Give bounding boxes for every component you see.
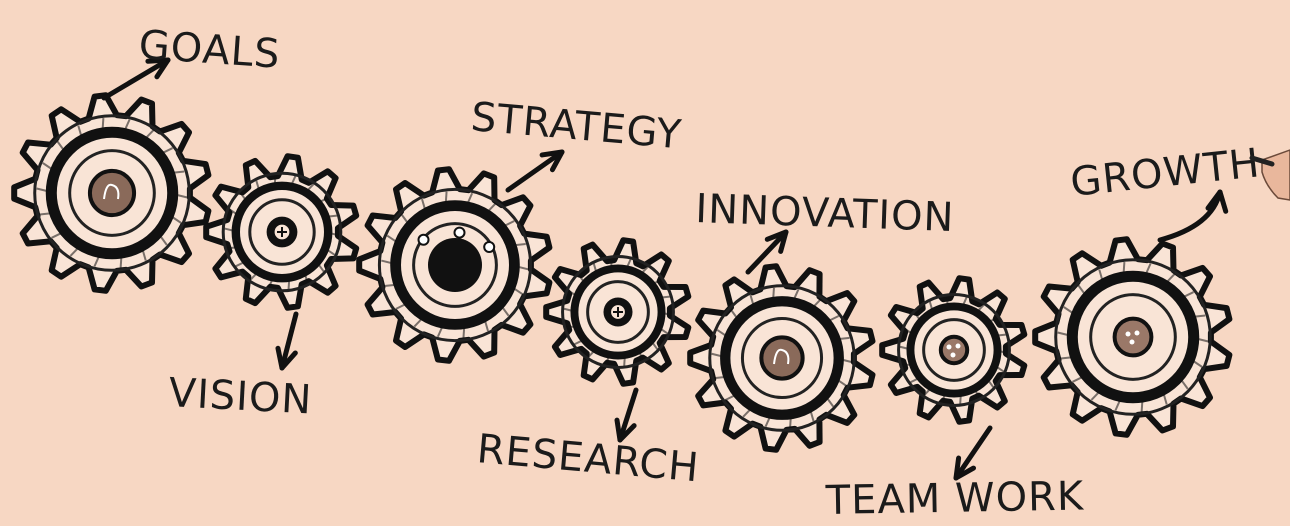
- dots-hub-icon: [1112, 316, 1154, 358]
- gear-vision: [203, 153, 360, 311]
- arrow-group: [101, 57, 1229, 481]
- label-strategy: STRATEGY: [469, 94, 684, 158]
- hand-with-marker-icon: [1249, 149, 1290, 201]
- gear-strategy: [356, 166, 553, 364]
- gear-research: [543, 237, 692, 387]
- solid-hub-icon: [417, 226, 496, 292]
- swirl-hub-icon: [87, 168, 137, 218]
- arrow-to-strategy-icon: [505, 149, 565, 193]
- gear-chain: [11, 92, 1233, 453]
- arrow-to-goals-icon: [101, 57, 171, 101]
- swirl-hub-icon: [759, 335, 805, 381]
- gear-growth: [1032, 236, 1233, 438]
- arrow-to-team-work-icon: [953, 425, 993, 481]
- label-goals: GOALS: [137, 22, 282, 78]
- arrow-to-vision-icon: [275, 311, 299, 371]
- cross-hub-icon: [603, 297, 633, 327]
- label-team-work: TEAM WORK: [824, 473, 1085, 524]
- arrow-to-innovation-icon: [745, 229, 789, 275]
- gear-goals: [11, 92, 212, 294]
- cross-hub-icon: [266, 216, 298, 248]
- label-vision: VISION: [167, 370, 313, 423]
- arrow-to-growth-icon: [1157, 189, 1229, 243]
- label-growth: GROWTH: [1068, 140, 1262, 206]
- label-research: RESEARCH: [475, 426, 701, 491]
- label-innovation: INNOVATION: [695, 186, 956, 241]
- gear-innovation: [687, 263, 876, 453]
- gear-team-work: [879, 275, 1028, 425]
- dots-hub-icon: [938, 334, 970, 366]
- arrow-to-research-icon: [614, 387, 639, 443]
